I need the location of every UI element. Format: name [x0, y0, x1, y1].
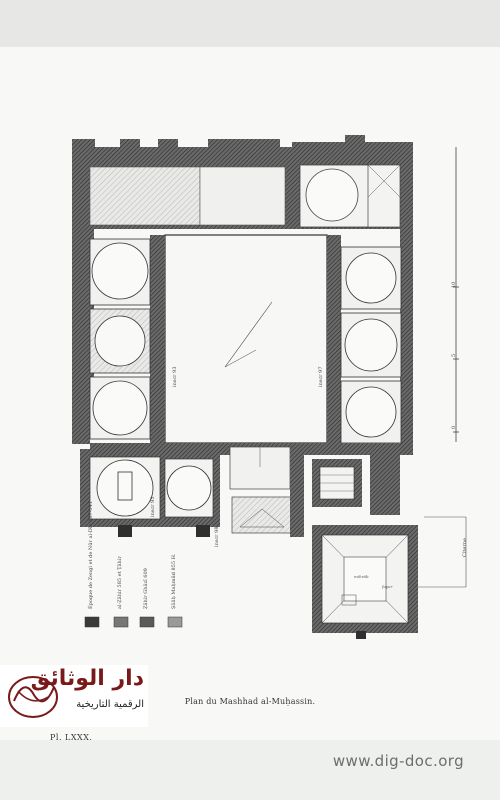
logo-title: دار الوثائق	[30, 666, 144, 691]
ne-side-room	[367, 164, 401, 228]
legend-swatches	[84, 616, 183, 628]
scale-tick-0: 0	[451, 425, 457, 429]
scale-tick-10: 10	[451, 281, 457, 288]
plan-caption: Plan du Mashhad al-Muḥassin.	[184, 697, 316, 706]
inscription-label-1: inscr 93	[172, 366, 178, 387]
watermark-url[interactable]: www.dig-doc.org	[332, 752, 464, 770]
north-hall-east	[199, 166, 286, 226]
legend-label-4: Ṣāliḥ Maḥmūd 855 H.	[171, 553, 177, 609]
plate-number: Pl. LXXX.	[50, 733, 93, 742]
west-wall	[150, 235, 165, 443]
west-dome-row	[89, 238, 151, 440]
inscription-label-2: inscr 97	[318, 366, 324, 387]
sw-block	[80, 449, 220, 537]
foyer-label: foyer	[382, 584, 393, 589]
ne-dome	[305, 168, 359, 222]
inscription-label-4: inscr 98	[214, 526, 220, 547]
legend-label-3: Ẓāhir Ghāzī 609	[143, 568, 149, 609]
inscription-label-3: inscr 95	[150, 496, 156, 517]
floor-plan-drawing	[72, 135, 467, 639]
central-courtyard	[164, 234, 328, 444]
plate-sheet: Époque de Zengi et de Nūr al-Dīn 537-541…	[0, 47, 500, 740]
east-dome-row	[340, 246, 402, 444]
cistern-label: Citerne	[462, 538, 468, 557]
se-hall	[312, 525, 418, 639]
logo-subtitle: الرقمية التاريخية	[76, 699, 144, 710]
legend-label-2: al-Ẓāhir 585 et Ṭāhir	[117, 556, 123, 609]
top-margin-band	[0, 0, 500, 47]
east-wall	[327, 235, 341, 443]
archive-logo: دار الوثائق الرقمية التاريخية	[0, 665, 148, 727]
scale-tick-5: 5	[451, 353, 457, 357]
scale-bar	[453, 147, 459, 442]
bottom-margin-band	[0, 740, 500, 800]
north-hall	[89, 166, 201, 226]
calligraphy-seal-icon	[8, 676, 58, 718]
legend-label-1: Époque de Zengi et de Nūr al-Dīn 537-541	[88, 501, 94, 609]
mihrab-label: mihrāb	[354, 574, 369, 579]
south-room-lower	[231, 496, 293, 534]
